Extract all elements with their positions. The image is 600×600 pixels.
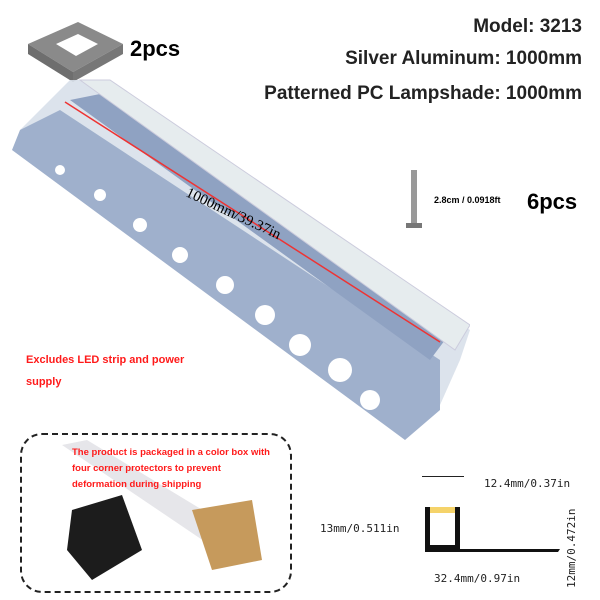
bottom-width-dimension: 32.4mm/0.97in xyxy=(434,572,521,585)
aluminum-spec: Silver Aluminum: 1000mm xyxy=(345,48,582,69)
aluminum-profile-image xyxy=(12,79,470,440)
end-cap-image xyxy=(28,22,123,82)
packaging-note: The product is packaged in a color box w… xyxy=(72,447,270,490)
left-height-dimension: 13mm/0.511in xyxy=(320,522,400,535)
model-label: Model: 3213 xyxy=(473,16,582,37)
top-width-dimension: 12.4mm/0.37in xyxy=(484,477,571,490)
right-height-dimension: 12mm/0.472in xyxy=(565,508,578,588)
screw-quantity: 6pcs xyxy=(527,189,578,214)
profile-cross-section xyxy=(425,507,560,552)
screw-size: 2.8cm / 0.0918ft xyxy=(434,195,501,205)
screw-image xyxy=(406,170,422,228)
packaging-image xyxy=(62,440,262,580)
lampshade-spec: Patterned PC Lampshade: 1000mm xyxy=(264,83,582,104)
packaging-panel: The product is packaged in a color box w… xyxy=(20,433,292,593)
exclusion-note: Excludes LED strip and power supply xyxy=(26,354,185,388)
top-dim-line xyxy=(422,476,464,477)
end-cap-quantity: 2pcs xyxy=(130,36,181,61)
